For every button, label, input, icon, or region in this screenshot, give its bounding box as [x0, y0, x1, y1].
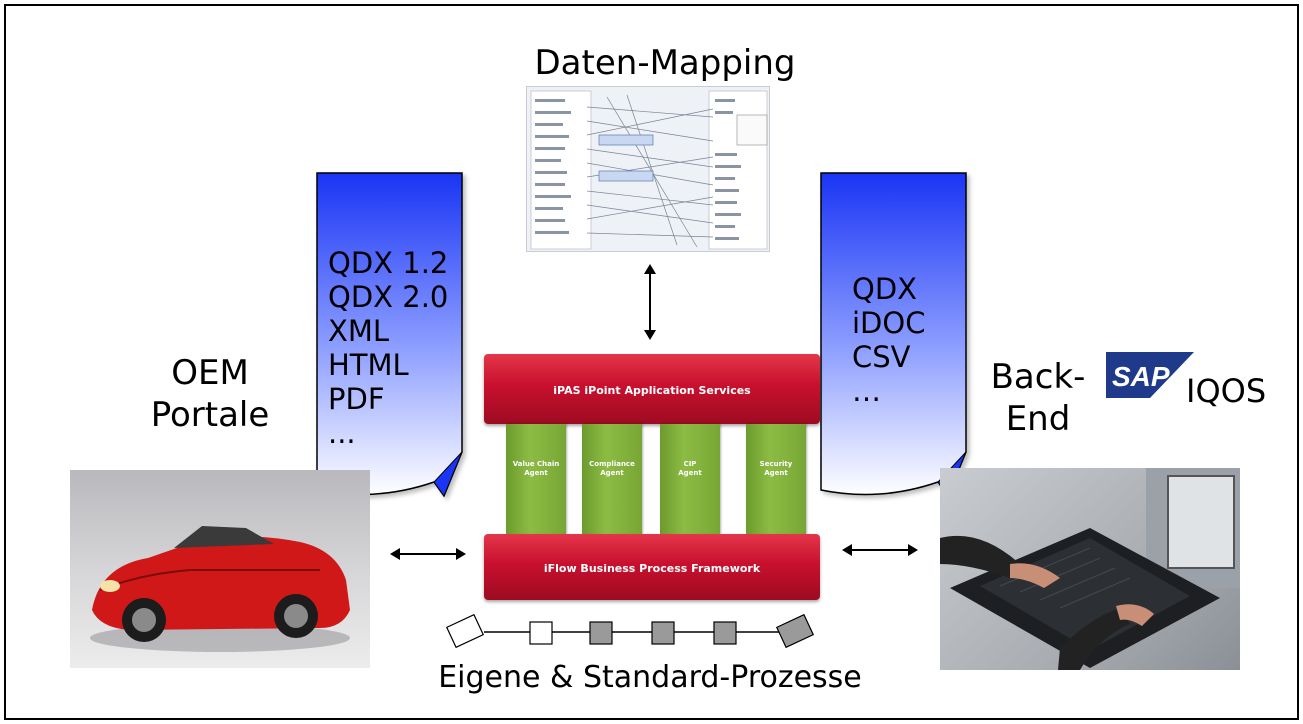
- process-step-end: [775, 613, 815, 649]
- mapping-lines-graphic: [527, 87, 769, 251]
- pillar-label-line2: Agent: [600, 469, 624, 477]
- right-horizontal-arrow: [842, 544, 918, 556]
- right-format-item: CSV: [852, 340, 911, 374]
- left-horizontal-arrow: [390, 548, 466, 560]
- right-format-item: QDX: [852, 272, 918, 306]
- red-convertible-graphic: [90, 526, 350, 652]
- back-end-label: Back- End: [982, 356, 1094, 440]
- ipas-top-bar: iPAS iPoint Application Services: [484, 354, 820, 424]
- backend-label-line2: End: [1005, 399, 1071, 439]
- compliance-agent-pillar: Compliance Agent: [582, 424, 642, 538]
- cip-agent-pillar: CIP Agent: [660, 424, 720, 538]
- left-format-item: HTML: [328, 348, 409, 382]
- process-chain-graphic: [445, 613, 815, 649]
- vertical-double-arrow: [644, 264, 656, 340]
- pillar-label-line2: Agent: [678, 469, 702, 477]
- backend-label-line1: Back-: [990, 357, 1086, 397]
- right-format-item: iDOC: [852, 306, 926, 340]
- process-step: [589, 621, 613, 645]
- car-photo: [70, 470, 370, 668]
- pillar-label-line1: Compliance: [589, 460, 635, 468]
- process-step-start: [445, 613, 485, 649]
- left-format-item: QDX 1.2: [328, 246, 449, 280]
- pillar-label-line2: Agent: [764, 469, 788, 477]
- left-format-item: ...: [328, 416, 356, 450]
- process-step: [529, 621, 553, 645]
- pillar-label-line1: Security: [759, 460, 793, 468]
- left-format-list: QDX 1.2 QDX 2.0 XML HTML PDF ...: [328, 246, 448, 450]
- oem-label-line1: OEM: [171, 353, 249, 393]
- right-format-list: QDX iDOC CSV …: [852, 272, 925, 408]
- pillar-label-line1: Value Chain: [512, 460, 560, 468]
- backend-keyboard-photo: [940, 468, 1240, 670]
- iflow-bottom-bar: iFlow Business Process Framework: [484, 534, 820, 600]
- process-step: [713, 621, 737, 645]
- left-format-item: PDF: [328, 382, 385, 416]
- iqos-label: IQOS: [1186, 372, 1267, 410]
- process-step: [651, 621, 675, 645]
- left-format-item: XML: [328, 314, 390, 348]
- keyboard-hands-graphic: [940, 468, 1240, 670]
- pillar-label-line1: CIP: [683, 460, 697, 468]
- title-daten-mapping: Daten-Mapping: [534, 43, 796, 83]
- pillar-label-line2: Agent: [524, 469, 548, 477]
- right-format-item: …: [852, 374, 881, 408]
- left-format-item: QDX 2.0: [328, 280, 449, 314]
- data-mapping-screenshot: [526, 86, 770, 252]
- sap-logo: SAP: [1106, 352, 1194, 398]
- sap-logo-text: SAP: [1112, 361, 1170, 392]
- oem-portale-label: OEM Portale: [140, 352, 280, 436]
- oem-label-line2: Portale: [150, 395, 270, 435]
- value-chain-agent-pillar: Value Chain Agent: [506, 424, 566, 538]
- security-agent-pillar: Security Agent: [746, 424, 806, 538]
- ipas-framework-graphic: iPAS iPoint Application Services Value C…: [484, 354, 820, 600]
- process-label: Eigene & Standard-Prozesse: [438, 660, 862, 695]
